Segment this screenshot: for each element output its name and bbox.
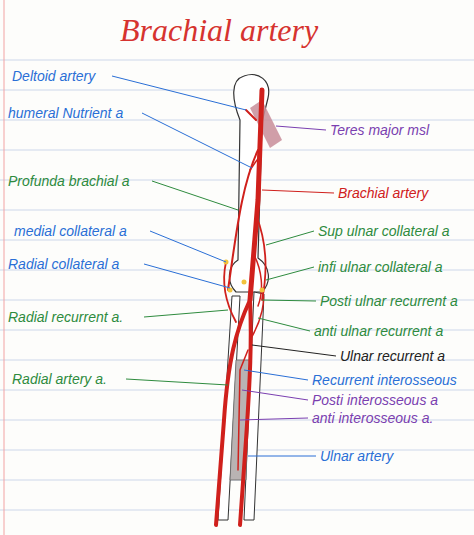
artery-label: Ulnar recurrent a xyxy=(340,348,445,364)
artery-label: Radial artery a. xyxy=(12,371,107,387)
artery-label: Sup ulnar collateral a xyxy=(318,223,450,239)
artery-label: anti ulnar recurrent a xyxy=(314,323,443,339)
artery-label: Brachial artery xyxy=(338,185,428,201)
artery-label: Radial recurrent a. xyxy=(8,309,123,325)
artery-label: anti interosseous a. xyxy=(312,410,433,426)
artery-label: Teres major msl xyxy=(330,122,429,138)
artery-label: Posti interosseous a xyxy=(312,392,438,408)
artery-label: Deltoid artery xyxy=(12,68,95,84)
artery-label: Radial collateral a xyxy=(8,256,119,272)
artery-label: humeral Nutrient a xyxy=(8,105,123,121)
artery-label: medial collateral a xyxy=(14,223,127,239)
artery-label: Ulnar artery xyxy=(320,448,393,464)
diagram-title: Brachial artery xyxy=(120,12,318,49)
artery-label: Posti ulnar recurrent a xyxy=(320,293,458,309)
artery-label: Recurrent interosseous xyxy=(312,372,457,388)
artery-label: infi ulnar collateral a xyxy=(318,259,443,275)
artery-label: Profunda brachial a xyxy=(8,173,129,189)
